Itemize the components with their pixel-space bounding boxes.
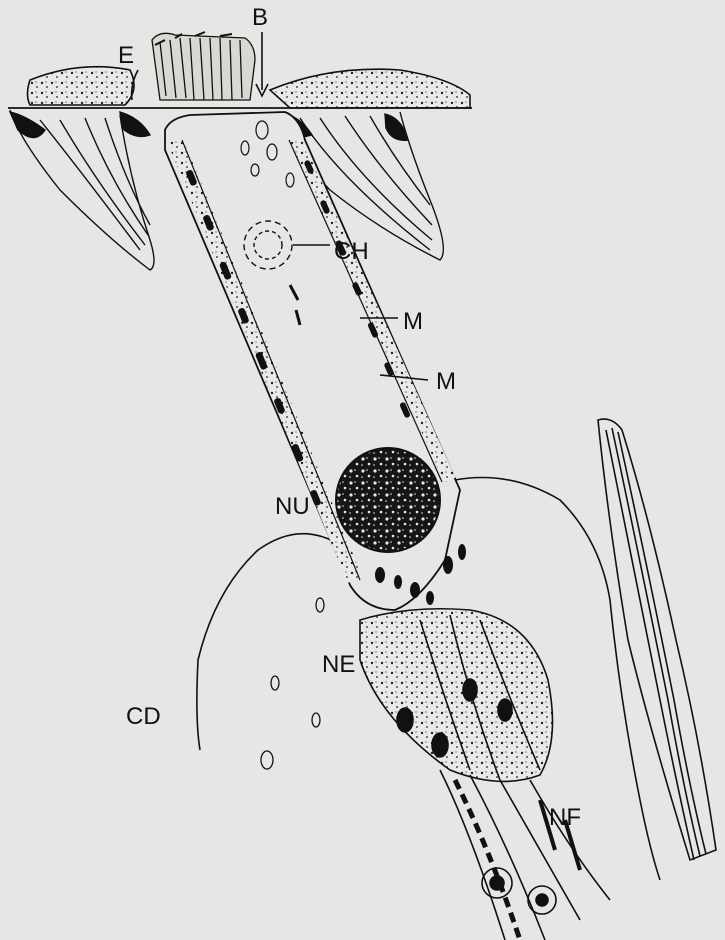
label-m-upper: M — [403, 310, 423, 334]
nerve-ending — [360, 609, 553, 782]
label-e: E — [118, 44, 134, 68]
cd-vesicles — [261, 598, 324, 769]
label-b: B — [252, 6, 268, 30]
label-nf: NF — [549, 806, 581, 830]
label-nu: NU — [275, 495, 310, 519]
label-m-lower: M — [436, 370, 456, 394]
label-ch: CH — [334, 240, 369, 264]
left-fan — [10, 110, 154, 270]
label-cd: CD — [126, 705, 161, 729]
nucleus — [336, 448, 440, 552]
apical-tuft — [152, 32, 255, 100]
nerve-fibre — [440, 770, 610, 940]
label-ne: NE — [322, 653, 355, 677]
right-sheath — [598, 419, 716, 860]
